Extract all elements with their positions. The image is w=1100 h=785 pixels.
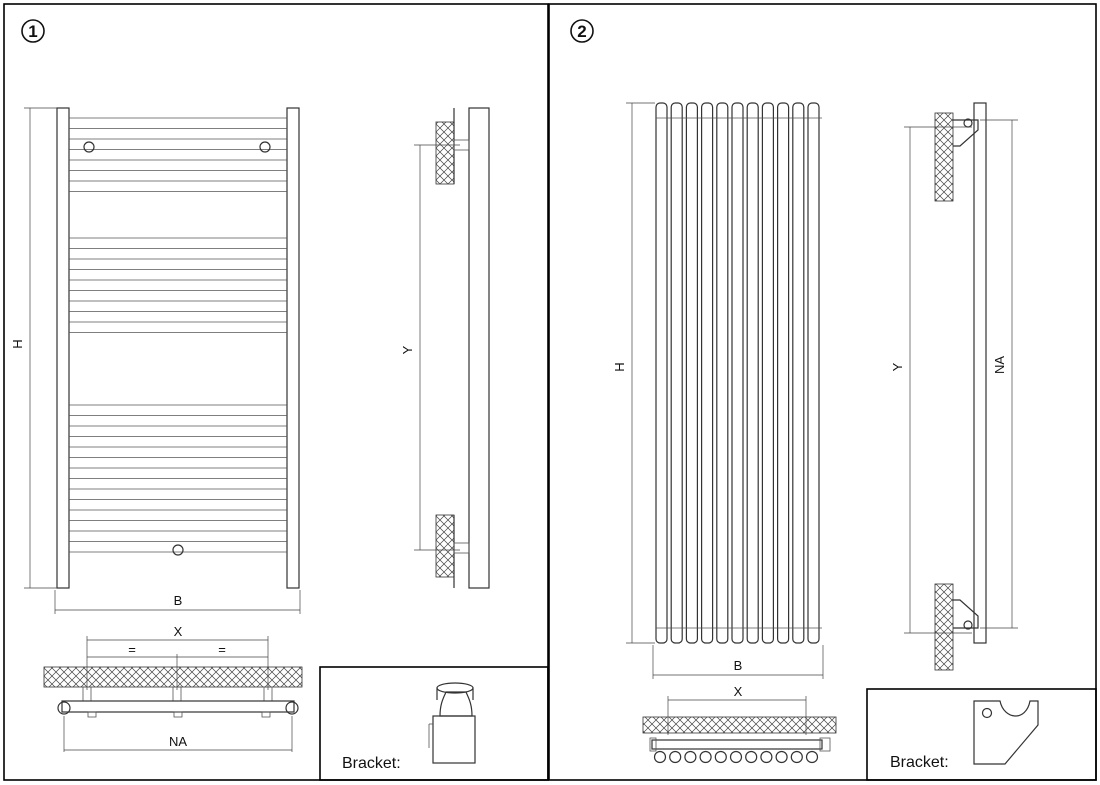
column-tube <box>731 102 744 644</box>
column-tube <box>776 102 790 644</box>
column-tube <box>761 102 775 644</box>
panel-1-side-view: Y <box>400 107 490 589</box>
valve-bottom <box>172 544 184 556</box>
bracket-top <box>953 119 979 147</box>
wall-hatch-plan <box>642 716 837 734</box>
plan-tube <box>745 750 758 764</box>
panel-1-bracket-label: Bracket: <box>342 755 401 772</box>
bracket-base <box>432 715 476 764</box>
plan-tube <box>699 750 712 764</box>
panel-1-label-h: H <box>10 339 25 348</box>
panel-2-dimension-h: H <box>612 102 655 644</box>
valve-top-left <box>83 141 95 153</box>
plan-tube <box>653 750 667 764</box>
column-tube <box>670 102 683 644</box>
panel-2-bracket-label: Bracket: <box>890 754 949 771</box>
panel-1-dimension-b: B <box>54 590 301 614</box>
plan-header <box>651 739 823 750</box>
plan-tube <box>669 750 682 764</box>
wall-hatch-plan <box>43 666 303 688</box>
panel-1-rails <box>69 117 287 553</box>
column-tube <box>807 102 820 644</box>
plan-tube <box>790 750 803 764</box>
panel-2-dimension-b: B <box>652 645 824 679</box>
panel-1-plan-view: X = = NA <box>43 624 303 752</box>
panel-2-bracket-box: Bracket: <box>866 688 1097 781</box>
column-tube <box>700 102 714 644</box>
panel-2-label-na: NA <box>992 356 1007 374</box>
panel-2-plan-view: X <box>642 684 837 764</box>
panel-2-front-view <box>655 102 822 644</box>
wall-hatch-top <box>435 121 455 185</box>
valve-top-right <box>259 141 271 153</box>
panel-1-label-eq-left: = <box>128 642 136 657</box>
right-collector <box>286 107 300 589</box>
panel-1-label-b: B <box>174 593 183 608</box>
plan-tube-circles <box>653 750 819 764</box>
panel-2-label-h: H <box>612 362 627 371</box>
plan-tube <box>714 750 727 764</box>
column-tube <box>746 102 759 644</box>
panel-1-frame <box>3 3 549 781</box>
panel-1-number-badge: 1 <box>21 19 45 43</box>
wall-hatch-bottom <box>934 583 954 671</box>
bracket-arm-bottom <box>453 542 470 554</box>
side-collector <box>468 107 490 589</box>
plan-tube <box>805 750 819 764</box>
bracket-plate <box>973 700 1039 765</box>
bracket-bottom <box>953 599 979 629</box>
plan-tube <box>684 750 697 764</box>
panel-1-bracket-box: Bracket: <box>319 666 549 781</box>
column-tube <box>685 102 699 644</box>
panel-1-label-y: Y <box>400 345 415 354</box>
column-tube <box>792 102 805 644</box>
left-collector <box>56 107 70 589</box>
panel-2-label-x: X <box>734 684 743 699</box>
panel-2-number-badge: 2 <box>570 19 594 43</box>
plan-radiator-body <box>61 700 295 713</box>
panel-1-front-view <box>56 107 300 589</box>
panel-2-side-view: Y NA <box>890 102 1018 671</box>
side-column <box>973 102 987 644</box>
plan-tube <box>729 750 743 764</box>
panel-1-label-na: NA <box>169 734 187 749</box>
panel-2-label-b: B <box>734 658 743 673</box>
plan-tube <box>775 750 788 764</box>
panel-1-label-eq-right: = <box>218 642 226 657</box>
panel-2-number: 2 <box>577 22 586 41</box>
wall-hatch-top <box>934 112 954 202</box>
panel-1-number: 1 <box>28 22 37 41</box>
wall-hatch-bottom <box>435 514 455 578</box>
panel-1-dimension-h: H <box>10 107 57 589</box>
column-tube <box>716 102 729 644</box>
plan-tube <box>760 750 773 764</box>
panel-2-frame <box>548 3 1097 781</box>
panel-1-label-x: X <box>174 624 183 639</box>
column-tube <box>655 102 668 644</box>
panel-2-label-y: Y <box>890 362 905 371</box>
